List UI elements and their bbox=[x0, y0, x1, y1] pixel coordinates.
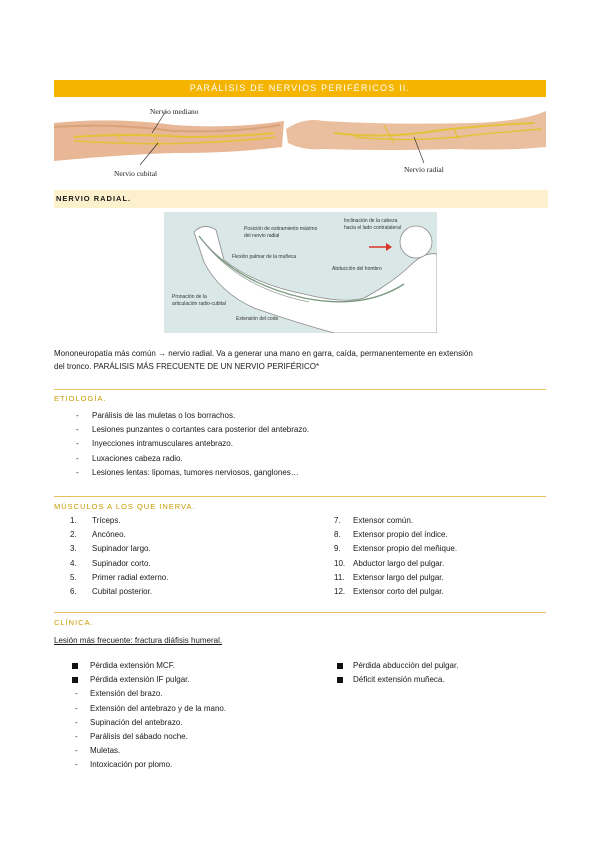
list-item: 9.Extensor propio del meñique. bbox=[334, 544, 458, 554]
list-item: 4.Supinador corto. bbox=[70, 558, 151, 568]
label-stretch-position: Posición de estiramiento máximo bbox=[244, 226, 318, 232]
list-item: Déficit extensión muñeca. bbox=[337, 673, 537, 687]
document-title: PARÁLISIS DE NERVIOS PERIFÉRICOS II. bbox=[54, 80, 546, 97]
list-item: -Extensión del brazo. bbox=[75, 689, 163, 699]
list-item: -Extensión del antebrazo y de la mano. bbox=[75, 703, 227, 713]
label-elbow-extension: Extensión del codo bbox=[236, 316, 278, 322]
label-head-tilt: Inclinación de la cabeza bbox=[344, 218, 398, 224]
arm-nerves-illustration: Nervio mediano Nervio cubital Nervio rad… bbox=[54, 107, 546, 178]
list-item: -Inyecciones intramusculares antebrazo. bbox=[76, 439, 233, 449]
list-item: -Parálisis del sábado noche. bbox=[75, 731, 188, 741]
square-bullet-icon bbox=[337, 677, 343, 684]
intro-paragraph: Mononeuropatía más común → nervio radial… bbox=[54, 347, 548, 373]
square-bullet-icon bbox=[72, 677, 78, 684]
etiologia-list: -Parálisis de las muletas o los borracho… bbox=[76, 409, 536, 480]
label-pronation-2: articulación radio-cubital bbox=[172, 301, 226, 307]
list-item: Pérdida abducción del pulgar. bbox=[337, 659, 537, 673]
list-item: 8.Extensor propio del índice. bbox=[334, 530, 448, 540]
musculos-list-left: 1.Tríceps. 2.Ancóneo. 3.Supinador largo.… bbox=[70, 514, 300, 599]
list-item: -Parálisis de las muletas o los borracho… bbox=[76, 411, 236, 420]
clinica-list-left: Pérdida extensión MCF. Pérdida extensión… bbox=[72, 659, 312, 773]
list-item: 6.Cubital posterior. bbox=[70, 586, 153, 596]
label-stretch-position-2: del nervio radial bbox=[244, 233, 279, 239]
musculos-heading: MÚSCULOS A LOS QUE INERVA. bbox=[54, 502, 196, 511]
lesion-frecuente: Lesión más frecuente: fractura diáfisis … bbox=[54, 636, 223, 645]
list-item: -Intoxicación por plomo. bbox=[75, 760, 173, 770]
label-head-tilt-2: hacia el lado contralateral bbox=[344, 225, 401, 231]
square-bullet-icon bbox=[72, 663, 78, 669]
list-item: 7.Extensor común. bbox=[334, 516, 414, 525]
list-item: 5.Primer radial externo. bbox=[70, 572, 169, 582]
clinica-heading: CLÍNICA. bbox=[54, 618, 94, 627]
list-item: 11.Extensor largo del pulgar. bbox=[334, 572, 444, 582]
label-wrist-flexion: Flexión palmar de la muñeca bbox=[232, 254, 296, 260]
list-item: -Lesiones punzantes o cortantes cara pos… bbox=[76, 425, 310, 435]
divider bbox=[54, 612, 546, 613]
label-shoulder-abduction: Abducción del hombro bbox=[332, 266, 382, 272]
divider bbox=[54, 496, 546, 497]
section-heading-radial: NERVIO RADIAL. bbox=[54, 190, 548, 208]
intro-line-1: Mononeuropatía más común → nervio radial… bbox=[54, 349, 473, 358]
label-pronation: Pronación de la bbox=[172, 294, 207, 300]
list-item: 3.Supinador largo. bbox=[70, 544, 151, 554]
list-item: -Luxaciones cabeza radio. bbox=[76, 453, 183, 463]
divider bbox=[54, 389, 546, 390]
clinica-list-right: Pérdida abducción del pulgar. Déficit ex… bbox=[337, 659, 537, 687]
list-item: -Muletas. bbox=[75, 746, 121, 756]
list-item: -Lesiones lentas: lipomas, tumores nervi… bbox=[76, 467, 299, 477]
radial-nerve-stretch-illustration: Posición de estiramiento máximo del nerv… bbox=[164, 212, 437, 333]
label-ulnar-nerve: Nervio cubital bbox=[114, 169, 157, 178]
list-item: Pérdida extensión IF pulgar. bbox=[72, 673, 312, 687]
intro-line-2: del tronco. PARÁLISIS MÁS FRECUENTE DE U… bbox=[54, 362, 320, 371]
list-item: 10.Abductor largo del pulgar. bbox=[334, 558, 445, 568]
list-item: Pérdida extensión MCF. bbox=[72, 659, 312, 673]
square-bullet-icon bbox=[337, 663, 343, 669]
list-item: 1.Tríceps. bbox=[70, 516, 121, 525]
label-median-nerve: Nervio mediano bbox=[150, 107, 199, 116]
list-item: 2.Ancóneo. bbox=[70, 530, 126, 540]
label-radial-nerve: Nervio radial bbox=[404, 165, 444, 174]
list-item: -Supinación del antebrazo. bbox=[75, 717, 183, 727]
list-item: 12.Extensor corto del pulgar. bbox=[334, 586, 444, 596]
etiologia-heading: ETIOLOGÍA. bbox=[54, 394, 107, 403]
musculos-list-right: 7.Extensor común. 8.Extensor propio del … bbox=[334, 514, 544, 599]
